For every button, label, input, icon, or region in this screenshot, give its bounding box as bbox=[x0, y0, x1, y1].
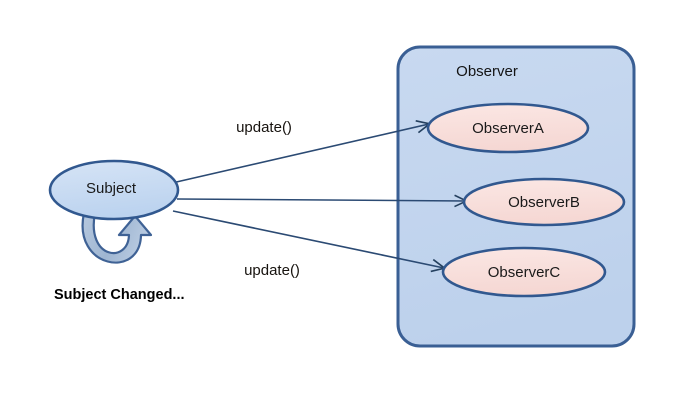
edge-label-update-top: update() bbox=[236, 119, 292, 136]
edge-subject-to-observer-c bbox=[172, 210, 444, 268]
edge-label-update-bottom: update() bbox=[244, 262, 300, 279]
observer-c-ellipse[interactable] bbox=[441, 246, 607, 298]
edge-subject-to-observer-b bbox=[176, 199, 466, 201]
observer-b-ellipse[interactable] bbox=[462, 177, 626, 227]
observer-group-title: Observer bbox=[456, 63, 518, 80]
observer-a-label: ObserverA bbox=[472, 120, 544, 137]
observer-c-label: ObserverC bbox=[488, 264, 561, 281]
subject-label: Subject bbox=[86, 180, 137, 197]
subject-changed-caption: Subject Changed... bbox=[54, 287, 185, 303]
edges-layer bbox=[171, 124, 466, 268]
subject-node[interactable]: Subject bbox=[48, 159, 180, 221]
self-update-arrow bbox=[81, 211, 153, 264]
edge-subject-to-observer-a bbox=[171, 124, 429, 184]
observer-node-c[interactable]: ObserverC bbox=[441, 246, 607, 298]
observer-a-ellipse[interactable] bbox=[426, 102, 590, 154]
observer-node-b[interactable]: ObserverB bbox=[462, 177, 626, 227]
subject-ellipse[interactable] bbox=[48, 159, 180, 221]
observer-node-a[interactable]: ObserverA bbox=[426, 102, 590, 154]
self-loop-block-arrow bbox=[81, 211, 153, 264]
observer-b-label: ObserverB bbox=[508, 194, 580, 211]
